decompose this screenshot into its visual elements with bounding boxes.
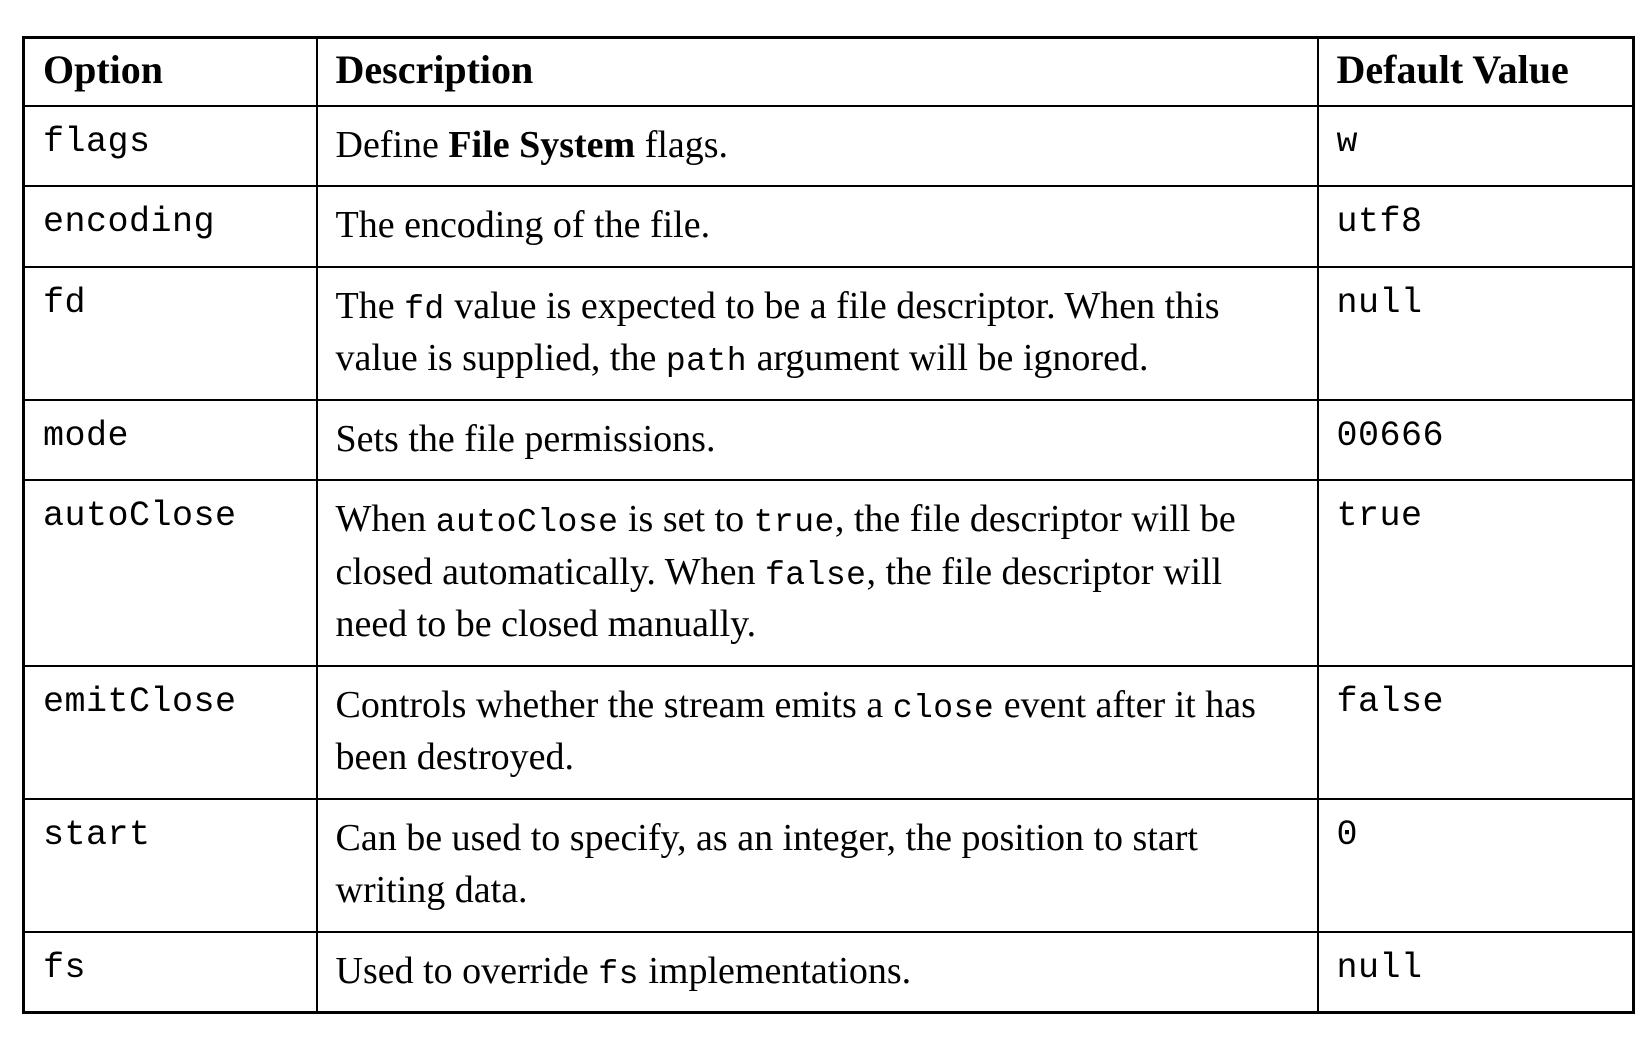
cell-description: Sets the file permissions.	[315, 398, 1319, 482]
inline-bold: File System	[448, 124, 636, 166]
inline-code: false	[764, 556, 867, 594]
inline-text: , the file descriptor will be closed aut…	[335, 498, 1236, 593]
inline-text: Define	[335, 124, 449, 166]
column-header-description: Description	[315, 36, 1319, 107]
inline-code: path	[665, 343, 748, 381]
cell-default-value: true	[1316, 479, 1635, 667]
cell-description: When autoClose is set to true, the file …	[315, 479, 1319, 667]
cell-description: Can be used to specify, as an integer, t…	[315, 797, 1319, 933]
inline-text: Can be used to specify, as an integer, t…	[335, 816, 1198, 912]
inline-code: close	[892, 689, 995, 727]
cell-default-value: null	[1316, 265, 1635, 401]
table-row: mode Sets the file permissions. 00666	[22, 398, 1635, 482]
inline-text: argument will be ignored.	[747, 337, 1149, 380]
cell-description: Used to override fs implementations.	[315, 930, 1319, 1014]
inline-text: event after it has been destroyed.	[335, 683, 1256, 779]
inline-text: The	[335, 284, 405, 327]
inline-text: , the file descriptor will need to be cl…	[335, 550, 1223, 646]
cell-description: Define File System flags.	[315, 104, 1319, 188]
cell-default-value: utf8	[1316, 185, 1635, 268]
cell-default-value: 00666	[1316, 398, 1635, 482]
table-row: encoding The encoding of the file. utf8	[22, 185, 1635, 268]
inline-code: true	[753, 504, 835, 542]
cell-default-value: 0	[1316, 797, 1635, 933]
inline-text: Controls whether the stream emits a	[335, 683, 893, 726]
cell-default-value: false	[1316, 664, 1635, 800]
table-header-row: Option Description Default Value	[22, 36, 1635, 107]
cell-option-name: fs	[22, 930, 318, 1014]
cell-default-value: w	[1316, 104, 1635, 188]
inline-text: Sets the file permissions.	[335, 417, 716, 460]
cell-option-name: start	[22, 797, 318, 933]
inline-text: When	[335, 498, 436, 541]
cell-option-name: flags	[22, 104, 318, 188]
cell-description: Controls whether the stream emits a clos…	[315, 664, 1319, 800]
cell-option-name: encoding	[22, 185, 318, 268]
cell-default-value: null	[1316, 930, 1635, 1014]
cell-option-name: emitClose	[22, 664, 318, 800]
column-header-default-value: Default Value	[1316, 36, 1635, 107]
cell-option-name: autoClose	[22, 479, 318, 667]
inline-text: value is expected to be a file descripto…	[335, 284, 1220, 380]
cell-description: The fd value is expected to be a file de…	[315, 265, 1319, 401]
inline-text: is set to	[618, 498, 754, 541]
cell-option-name: fd	[22, 265, 318, 401]
cell-option-name: mode	[22, 398, 318, 482]
table-header: Option Description Default Value	[22, 36, 1635, 107]
inline-text: The encoding of the file.	[335, 204, 711, 247]
inline-code: fd	[404, 290, 445, 328]
inline-text: Used to override	[335, 949, 599, 992]
inline-text: flags.	[635, 124, 729, 166]
inline-code: autoClose	[435, 504, 619, 542]
cell-description: The encoding of the file.	[315, 185, 1319, 268]
column-header-option: Option	[22, 36, 318, 107]
inline-text: implementations.	[638, 949, 912, 992]
inline-code: fs	[598, 955, 639, 993]
